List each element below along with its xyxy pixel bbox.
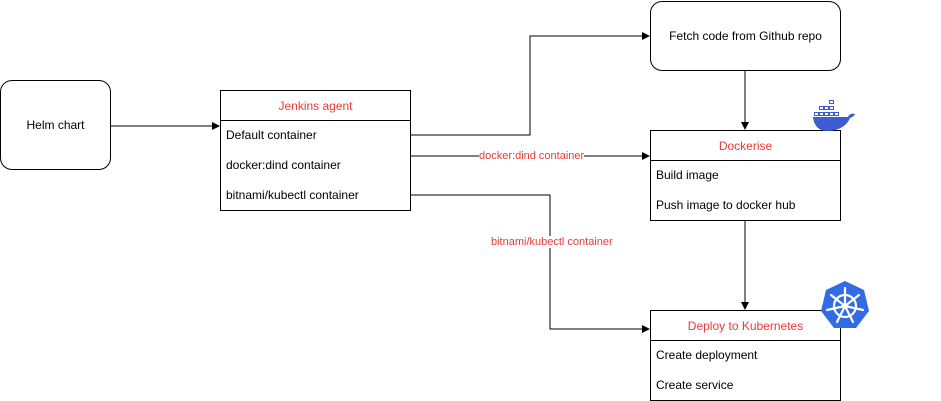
deploy-node[interactable]: Deploy to Kubernetes Create deployment C… <box>650 310 841 401</box>
dockerise-row-build: Build image <box>656 168 719 182</box>
jenkins-agent-node[interactable]: Jenkins agent Default container docker:d… <box>220 90 411 211</box>
jenkins-row-kubectl: bitnami/kubectl container <box>226 188 359 202</box>
fetch-code-label: Fetch code from Github repo <box>669 29 822 43</box>
fetch-code-node[interactable]: Fetch code from Github repo <box>650 1 841 71</box>
dockerise-node[interactable]: Dockerise Build image Push image to dock… <box>650 130 841 221</box>
jenkins-row-dind: docker:dind container <box>226 158 341 172</box>
jenkins-row-default: Default container <box>226 128 317 142</box>
edge-label-dind: docker:dind container <box>479 150 585 162</box>
deploy-row-deployment: Create deployment <box>656 348 758 362</box>
edge-label-kubectl: bitnami/kubectl container <box>491 236 613 248</box>
jenkins-agent-title: Jenkins agent <box>221 91 410 121</box>
helm-chart-node[interactable]: Helm chart <box>0 80 111 170</box>
docker-icon <box>813 100 855 131</box>
deploy-title: Deploy to Kubernetes <box>651 311 840 341</box>
edge-default-to-fetch <box>410 32 650 136</box>
dockerise-row-push: Push image to docker hub <box>656 198 796 212</box>
dockerise-title: Dockerise <box>651 131 840 161</box>
edge-kubectl-to-deploy <box>410 194 650 333</box>
deploy-row-service: Create service <box>656 378 734 392</box>
kubernetes-icon <box>821 281 869 328</box>
helm-chart-label: Helm chart <box>26 118 85 132</box>
